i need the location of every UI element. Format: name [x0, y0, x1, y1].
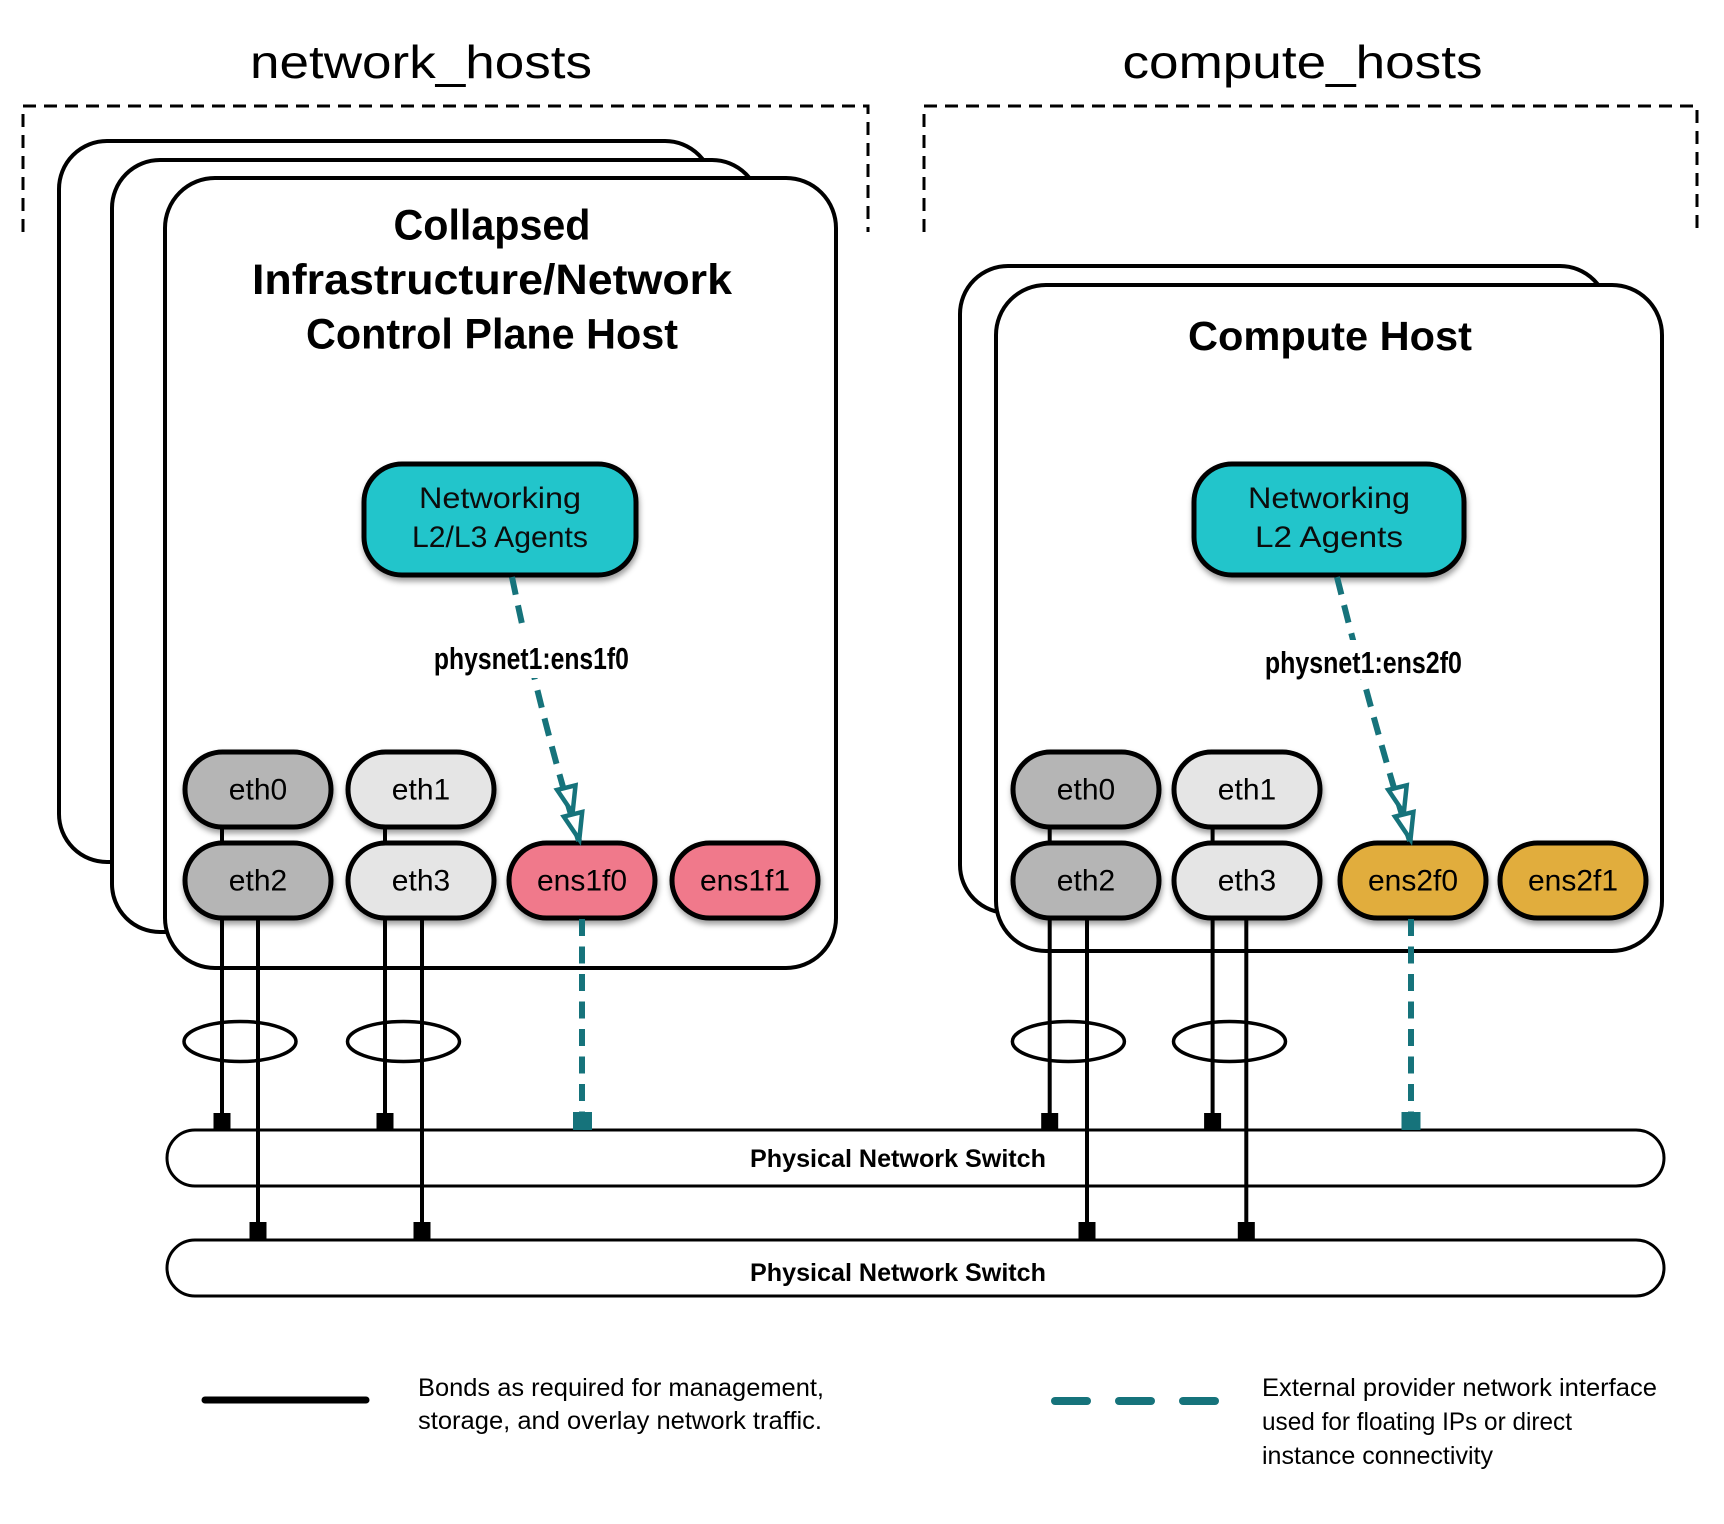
svg-text:eth3: eth3	[392, 865, 450, 898]
svg-text:Networking: Networking	[1248, 482, 1410, 515]
svg-text:ens2f0: ens2f0	[1368, 865, 1458, 898]
svg-text:Networking: Networking	[419, 482, 581, 515]
svg-text:ens1f0: ens1f0	[537, 865, 627, 898]
svg-text:Infrastructure/Network: Infrastructure/Network	[252, 256, 732, 304]
svg-text:storage, and overlay network t: storage, and overlay network traffic.	[418, 1407, 822, 1435]
svg-text:ens1f1: ens1f1	[700, 865, 790, 898]
svg-text:Physical Network Switch: Physical Network Switch	[750, 1145, 1046, 1173]
svg-text:Bonds as required for manageme: Bonds as required for management,	[418, 1374, 824, 1402]
svg-text:physnet1:ens1f0: physnet1:ens1f0	[434, 641, 629, 676]
svg-text:L2 Agents: L2 Agents	[1255, 521, 1403, 554]
svg-text:L2/L3 Agents: L2/L3 Agents	[412, 521, 588, 554]
svg-text:External provider network inte: External provider network interface	[1262, 1374, 1657, 1402]
svg-text:eth0: eth0	[1057, 774, 1115, 807]
svg-text:Collapsed: Collapsed	[394, 201, 591, 249]
svg-text:eth1: eth1	[1218, 774, 1276, 807]
svg-text:network_hosts: network_hosts	[250, 36, 592, 88]
svg-text:Control Plane Host: Control Plane Host	[306, 311, 678, 359]
svg-text:Physical Network Switch: Physical Network Switch	[750, 1259, 1046, 1287]
svg-text:instance connectivity: instance connectivity	[1262, 1442, 1493, 1470]
svg-text:physnet1:ens2f0: physnet1:ens2f0	[1265, 645, 1462, 680]
svg-text:compute_hosts: compute_hosts	[1123, 36, 1483, 88]
svg-text:eth3: eth3	[1218, 865, 1276, 898]
svg-text:ens2f1: ens2f1	[1528, 865, 1618, 898]
svg-text:Compute Host: Compute Host	[1188, 313, 1472, 359]
svg-text:eth2: eth2	[1057, 865, 1115, 898]
svg-text:eth1: eth1	[392, 774, 450, 807]
svg-text:eth2: eth2	[229, 865, 287, 898]
svg-text:used for floating IPs or direc: used for floating IPs or direct	[1262, 1408, 1572, 1436]
svg-text:eth0: eth0	[229, 774, 287, 807]
